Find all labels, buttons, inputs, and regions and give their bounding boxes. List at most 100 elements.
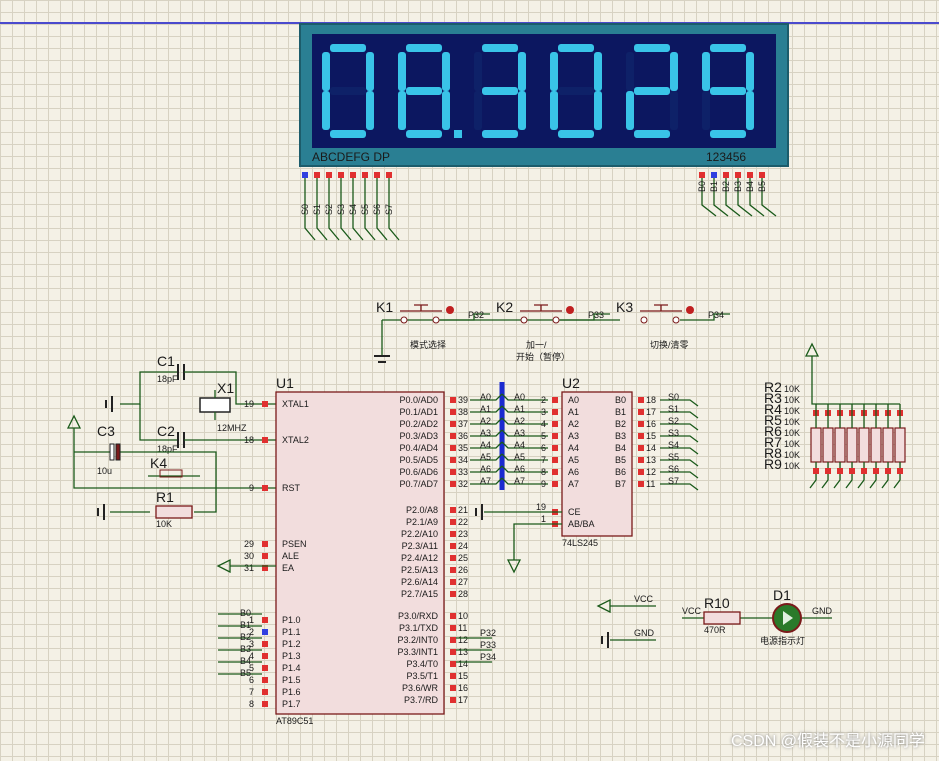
segment-g: [710, 87, 746, 95]
bus-net: A0: [480, 392, 491, 402]
buffer-net: S3: [668, 428, 679, 438]
mcu-pin-number: 23: [458, 529, 468, 539]
mcu-pin-number: 30: [244, 551, 254, 561]
bus-net: A7: [514, 476, 525, 486]
bus-net: A2: [480, 416, 491, 426]
segment-c: [366, 91, 374, 130]
bus-net: A6: [480, 464, 491, 474]
mcu-pin-number: 33: [458, 467, 468, 477]
mcu-pin-number: 37: [458, 419, 468, 429]
segment-e: [626, 91, 634, 130]
digit-pin: [711, 172, 717, 178]
buffer-pin-number: 1: [541, 514, 546, 524]
mcu-pin-number: 12: [458, 635, 468, 645]
buffer-pin-name: B6: [615, 467, 626, 477]
digit-1: [322, 44, 374, 138]
segment-f: [398, 52, 406, 91]
resistor-value: 10K: [784, 406, 800, 416]
mcu-pin-name: P2.3/A11: [402, 541, 438, 551]
mcu-pin-number: 17: [458, 695, 468, 705]
mcu-pin-name: P2.0/A8: [406, 505, 438, 515]
d1-label: 电源指示灯: [760, 635, 805, 646]
segment-g: [558, 87, 594, 95]
mcu-pin-number: 26: [458, 565, 468, 575]
segment-e: [550, 91, 558, 130]
segment-pin: [374, 172, 380, 178]
mcu-pin-number: 32: [458, 479, 468, 489]
mcu-pin-number: 29: [244, 539, 254, 549]
buffer-pin-number: 15: [646, 431, 656, 441]
segment-f: [550, 52, 558, 91]
p1-net: B1: [240, 620, 251, 630]
bus-net: A7: [480, 476, 491, 486]
segment-pin-label: S1: [312, 204, 322, 215]
resistor-ref: R7: [764, 434, 782, 450]
segment-a: [482, 44, 518, 52]
buffer-pin-name: A1: [568, 407, 579, 417]
resistor-ref: R9: [764, 456, 782, 472]
mcu-pin-number: 19: [244, 399, 254, 409]
segment-d: [634, 130, 670, 138]
mcu-pin-name: RST: [282, 483, 301, 493]
mcu-pin-name: XTAL1: [282, 399, 309, 409]
digit-pin-label: B2: [721, 181, 731, 192]
mcu-pin-name: P3.5/T1: [406, 671, 438, 681]
resistor-value: 10K: [784, 461, 800, 471]
mcu-pin-number: 10: [458, 611, 468, 621]
mcu-pin-name: P2.6/A14: [401, 577, 438, 587]
p3-net: P33: [480, 640, 496, 650]
buffer-pin-number: 7: [541, 455, 546, 465]
display-segment-label: ABCDEFG DP: [312, 150, 390, 164]
r1-ref: R1: [156, 489, 174, 505]
segment-c: [518, 91, 526, 130]
p1-net: B4: [240, 656, 251, 666]
p3-net: P34: [480, 652, 496, 662]
p1-net: B3: [240, 644, 251, 654]
bus-net: A3: [480, 428, 491, 438]
resistor-value: 10K: [784, 395, 800, 405]
bus-net: A3: [514, 428, 525, 438]
digit-pin: [723, 172, 729, 178]
r1-value: 10K: [156, 519, 172, 529]
mcu-pin-name: P3.3/INT1: [397, 647, 438, 657]
bus-net: A2: [514, 416, 525, 426]
bus-net: A0: [514, 392, 525, 402]
mcu-pin-number: 35: [458, 443, 468, 453]
mcu-pin-name: P1.7: [282, 699, 301, 709]
segment-e: [702, 91, 710, 130]
digit-pin-label: B0: [697, 181, 707, 192]
resistor-value: 10K: [784, 450, 800, 460]
mcu-ref: U1: [276, 375, 294, 391]
buffer-pin-number: 13: [646, 455, 656, 465]
mcu-pin-number: 13: [458, 647, 468, 657]
gnd-label: GND: [634, 628, 655, 638]
digit-pin-label: B4: [745, 181, 755, 192]
mcu-pin-name: P0.1/AD1: [399, 407, 438, 417]
segment-f: [702, 52, 710, 91]
mcu-pin-number: 34: [458, 455, 468, 465]
mcu-pin-name: P0.2/AD2: [399, 419, 438, 429]
segment-pin: [314, 172, 320, 178]
segment-b: [366, 52, 374, 91]
key-label: 加一/: [526, 340, 547, 350]
buffer-pin-name: B0: [615, 395, 626, 405]
key-label: 切换/清零: [650, 339, 689, 350]
buffer-pin-name: A3: [568, 431, 579, 441]
segment-pin-label: S4: [348, 204, 358, 215]
mcu-pin-number: 6: [249, 675, 254, 685]
p1-net: B5: [240, 668, 251, 678]
buffer-pin-name: B7: [615, 479, 626, 489]
digit-pin: [699, 172, 705, 178]
mcu-pin-name: P0.7/AD7: [399, 479, 438, 489]
